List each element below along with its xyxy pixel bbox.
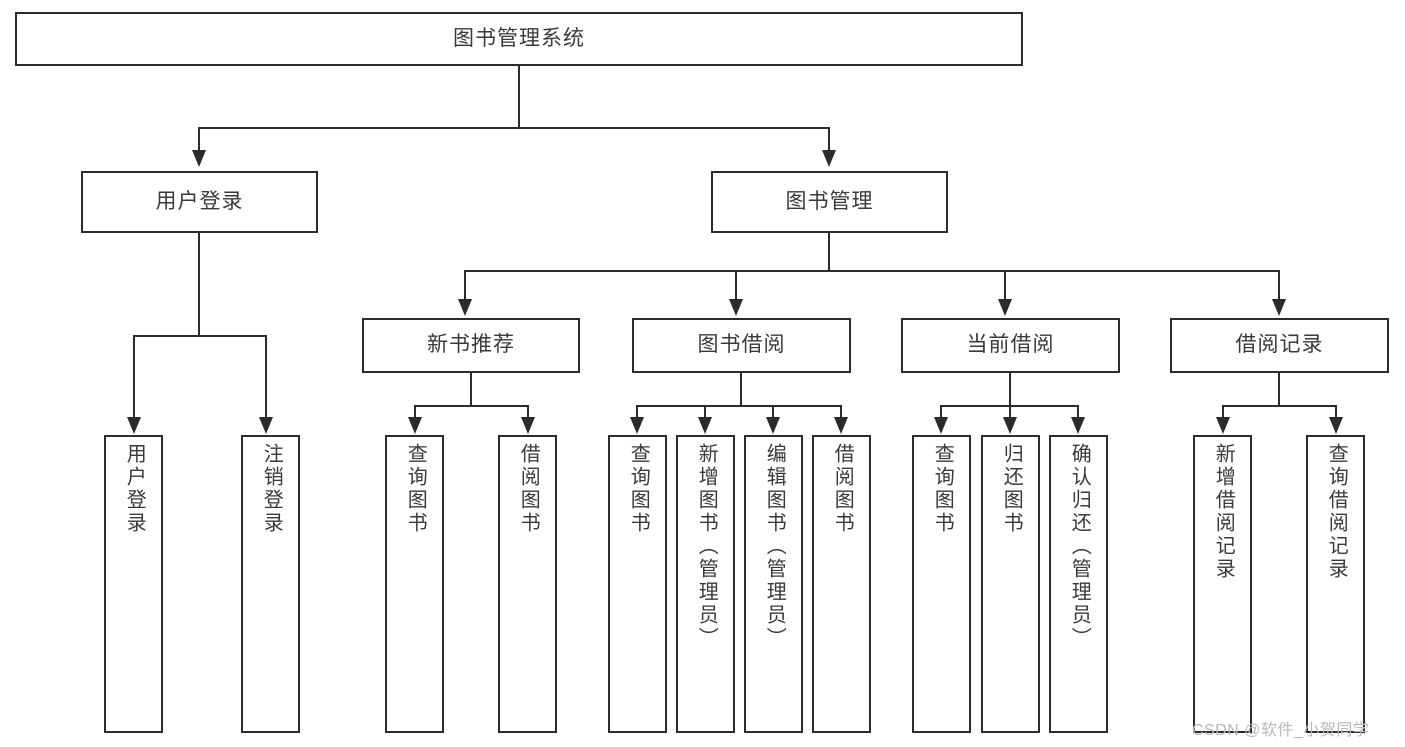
connector-drop-leaf-user-login	[133, 335, 135, 418]
connector-new-book-recommend-bus	[414, 405, 529, 407]
node-label: 借阅记录	[1235, 333, 1324, 357]
node-leaf-query-borrow-record[interactable]: 查询借阅记录	[1306, 435, 1365, 733]
node-label: 新增图书（管理员）	[695, 443, 718, 650]
arrowhead-leaf-borrow-book-2	[834, 417, 848, 434]
node-label: 用户登录	[123, 443, 146, 535]
node-leaf-query-book-current[interactable]: 查询图书	[912, 435, 971, 733]
node-label: 查询图书	[627, 443, 650, 535]
node-current-borrow[interactable]: 当前借阅	[901, 318, 1120, 373]
node-label: 查询图书	[404, 443, 427, 535]
connector-book-manage-stem	[828, 233, 830, 271]
arrowhead-new-book-recommend	[458, 299, 472, 316]
arrowhead-leaf-user-login	[127, 417, 141, 434]
arrowhead-leaf-edit-book	[766, 417, 780, 434]
connector-drop-leaf-query-record	[1335, 405, 1337, 418]
node-user-login[interactable]: 用户登录	[81, 171, 318, 233]
node-label: 查询借阅记录	[1325, 443, 1348, 581]
node-label: 编辑图书（管理员）	[763, 443, 786, 650]
connector-drop-leaf-confirm-return	[1077, 405, 1079, 418]
node-leaf-add-book[interactable]: 新增图书（管理员）	[676, 435, 735, 733]
connector-level3-bus	[464, 270, 1280, 272]
connector-book-borrow-stem	[740, 373, 742, 406]
connector-level2-bus	[198, 127, 830, 129]
connector-drop-leaf-query-book-3	[940, 405, 942, 418]
connector-drop-new-book-recommend	[464, 270, 466, 300]
connector-user-login-bus	[133, 335, 267, 337]
connector-drop-leaf-logout	[265, 335, 267, 418]
connector-drop-current-borrow	[1004, 270, 1006, 300]
node-leaf-query-book-borrow[interactable]: 查询图书	[608, 435, 667, 733]
node-leaf-query-book-recommend[interactable]: 查询图书	[385, 435, 444, 733]
connector-drop-leaf-query-book-2	[636, 405, 638, 418]
arrowhead-current-borrow	[998, 299, 1012, 316]
node-root-book-management-system[interactable]: 图书管理系统	[15, 12, 1023, 66]
arrowhead-book-manage	[822, 150, 836, 167]
connector-borrow-record-bus	[1222, 405, 1337, 407]
connector-drop-book-manage	[828, 127, 830, 151]
node-new-book-recommend[interactable]: 新书推荐	[362, 318, 580, 373]
connector-drop-leaf-return-book	[1009, 405, 1011, 418]
connector-new-book-recommend-stem	[470, 373, 472, 406]
node-label: 查询图书	[931, 443, 954, 535]
node-book-manage[interactable]: 图书管理	[711, 171, 948, 233]
connector-drop-leaf-borrow-book-2	[840, 405, 842, 418]
connector-borrow-record-stem	[1278, 373, 1280, 406]
connector-user-login-stem	[198, 233, 200, 336]
arrowhead-leaf-query-book-2	[630, 417, 644, 434]
node-leaf-return-book[interactable]: 归还图书	[981, 435, 1040, 733]
node-book-borrow[interactable]: 图书借阅	[632, 318, 851, 373]
arrowhead-leaf-add-record	[1216, 417, 1230, 434]
node-leaf-edit-book[interactable]: 编辑图书（管理员）	[744, 435, 803, 733]
arrowhead-leaf-logout	[259, 417, 273, 434]
node-label: 借阅图书	[517, 443, 540, 535]
arrowhead-leaf-add-book	[698, 417, 712, 434]
connector-root-stem	[518, 66, 520, 128]
node-label: 图书管理	[785, 189, 874, 213]
arrowhead-leaf-confirm-return	[1071, 417, 1085, 434]
node-label: 用户登录	[155, 189, 244, 213]
arrowhead-user-login	[192, 150, 206, 167]
arrowhead-leaf-return-book	[1003, 417, 1017, 434]
connector-drop-leaf-borrow-book-1	[527, 405, 529, 418]
node-leaf-add-borrow-record[interactable]: 新增借阅记录	[1193, 435, 1252, 733]
connector-drop-leaf-add-book	[704, 405, 706, 418]
node-label: 图书管理系统	[453, 26, 585, 50]
arrowhead-borrow-record	[1272, 299, 1286, 316]
connector-current-borrow-stem	[1009, 373, 1011, 406]
node-label: 当前借阅	[966, 333, 1055, 357]
node-label: 新增借阅记录	[1212, 443, 1235, 581]
node-label: 注销登录	[260, 443, 283, 535]
arrowhead-leaf-query-book-3	[934, 417, 948, 434]
node-leaf-logout-login[interactable]: 注销登录	[241, 435, 300, 733]
node-borrow-record[interactable]: 借阅记录	[1170, 318, 1389, 373]
connector-book-borrow-bus	[636, 405, 842, 407]
connector-drop-book-borrow	[735, 270, 737, 300]
node-leaf-borrow-book[interactable]: 借阅图书	[812, 435, 871, 733]
arrowhead-leaf-query-book-1	[408, 417, 422, 434]
connector-drop-borrow-record	[1278, 270, 1280, 300]
node-label: 图书借阅	[697, 333, 786, 357]
connector-drop-leaf-add-record	[1222, 405, 1224, 418]
node-leaf-user-login[interactable]: 用户登录	[104, 435, 163, 733]
node-leaf-borrow-book-recommend[interactable]: 借阅图书	[498, 435, 557, 733]
connector-drop-user-login	[198, 127, 200, 151]
connector-drop-leaf-edit-book	[772, 405, 774, 418]
node-label: 借阅图书	[831, 443, 854, 535]
csdn-watermark: CSDN @软件_小贺同学	[1192, 722, 1370, 739]
node-leaf-confirm-return[interactable]: 确认归还（管理员）	[1049, 435, 1108, 733]
arrowhead-leaf-borrow-book-1	[521, 417, 535, 434]
node-label: 新书推荐	[427, 333, 515, 357]
connector-drop-leaf-query-book-1	[414, 405, 416, 418]
arrowhead-book-borrow	[729, 299, 743, 316]
node-label: 归还图书	[1000, 443, 1023, 535]
arrowhead-leaf-query-record	[1329, 417, 1343, 434]
node-label: 确认归还（管理员）	[1068, 443, 1091, 650]
